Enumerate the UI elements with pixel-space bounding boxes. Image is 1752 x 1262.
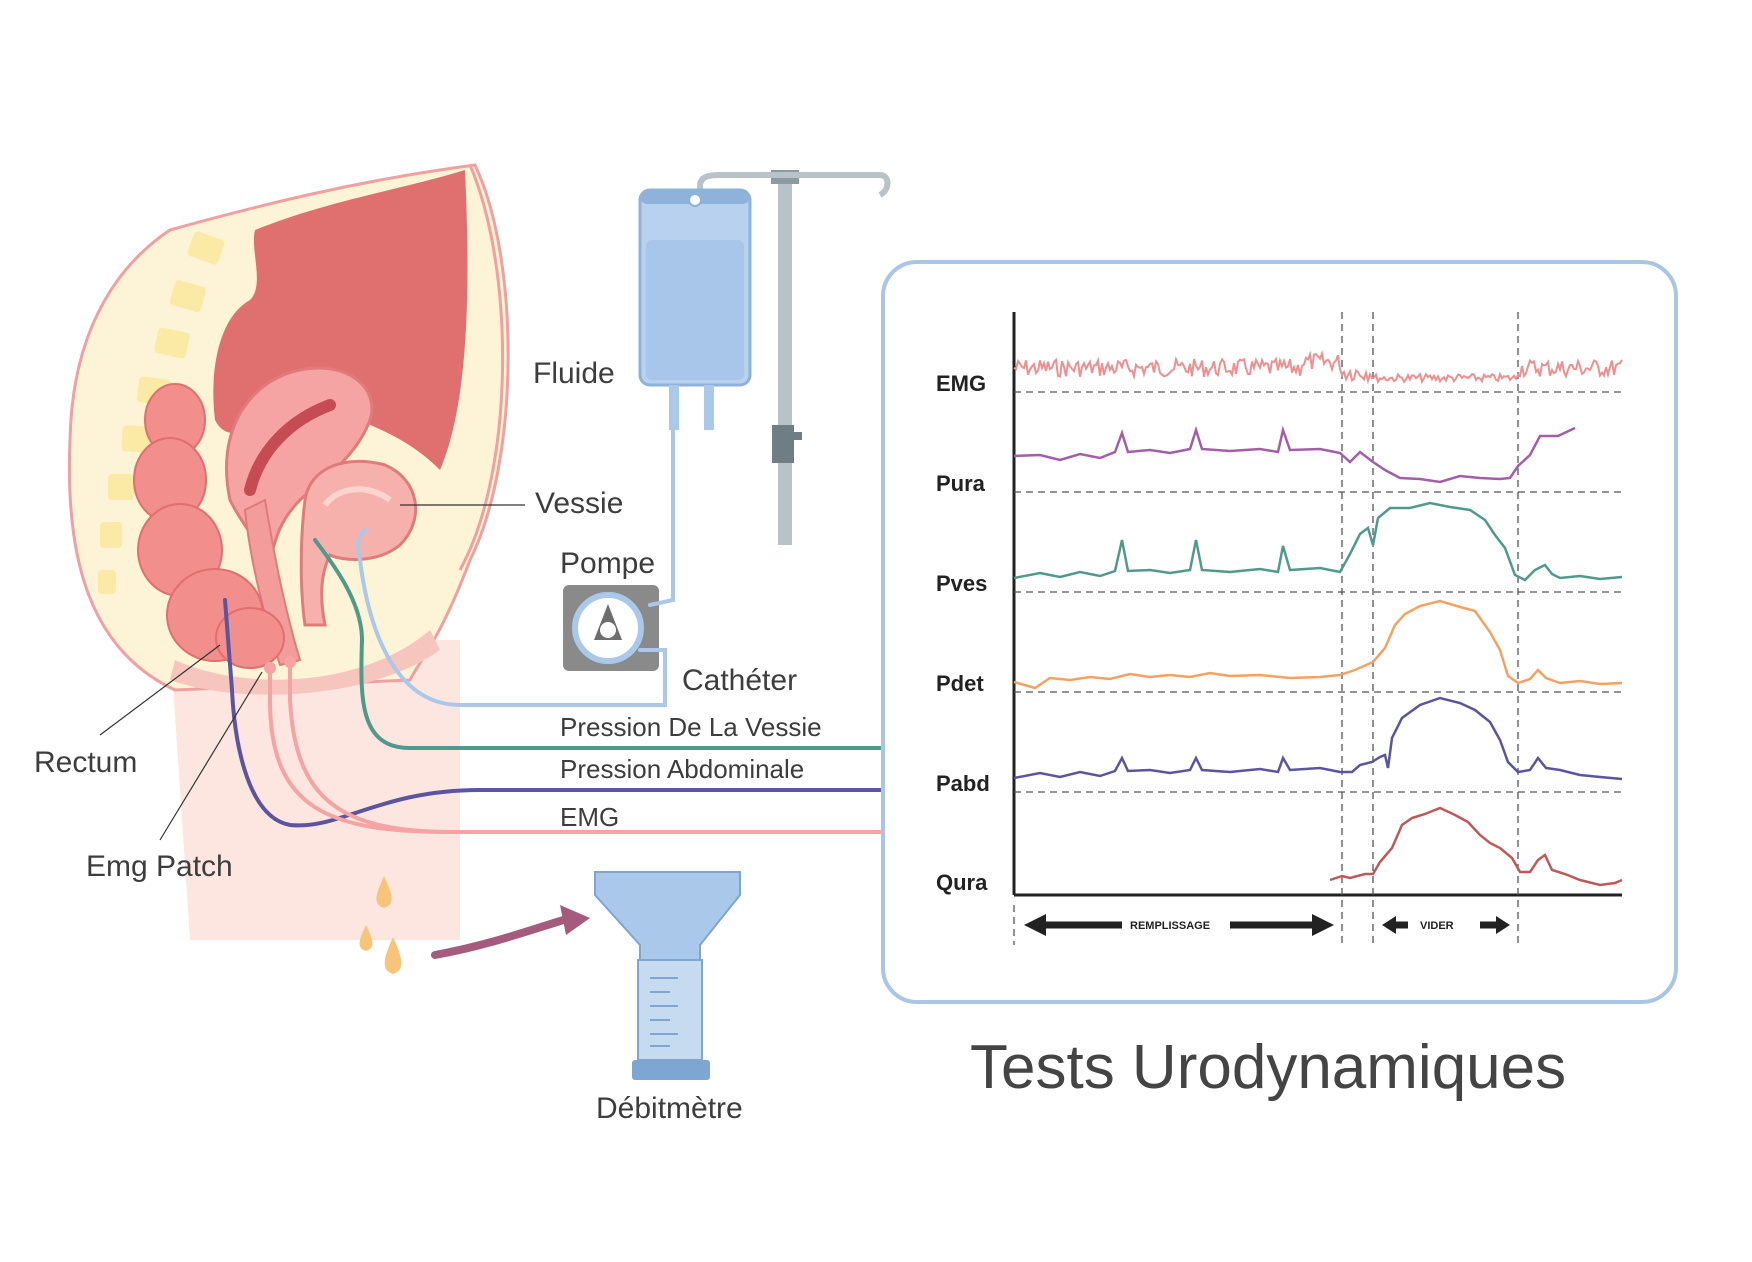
phase-arrows <box>1024 914 1510 936</box>
leader-lines <box>99 504 525 841</box>
phase-label-voiding: VIDER <box>1420 920 1454 932</box>
flow-arrow <box>431 905 590 959</box>
iv-stand <box>697 170 891 545</box>
urine-drops <box>359 876 402 974</box>
label-emg-patch: Emg Patch <box>86 850 233 883</box>
trace-label-pura: Pura <box>936 471 986 496</box>
phase-dividers <box>1013 312 1519 945</box>
trace-pura <box>1013 425 1576 484</box>
label-pression-vessie: Pression De La Vessie <box>560 712 822 742</box>
trace-pdet <box>1013 599 1623 690</box>
pump <box>563 585 659 671</box>
urodynamics-panel: EMG Pura Pves Pdet Pabd Qura REMPLISSAGE… <box>881 260 1678 1004</box>
panel-frame <box>881 260 1678 1004</box>
flowmeter <box>594 871 741 1080</box>
trace-label-pdet: Pdet <box>936 671 984 696</box>
trace-emg <box>1013 349 1623 385</box>
trace-pabd <box>1013 696 1623 781</box>
trace-label-emg: EMG <box>936 371 986 396</box>
label-pompe: Pompe <box>560 547 655 580</box>
abdominal-pressure-tube <box>223 598 882 828</box>
page-title: Tests Urodynamiques <box>970 1033 1566 1102</box>
trace-label-qura: Qura <box>936 870 988 895</box>
label-vessie: Vessie <box>535 487 623 520</box>
trace-qura <box>1329 806 1623 887</box>
bladder-pressure-tube <box>313 538 882 750</box>
tubes <box>223 428 882 834</box>
spine <box>98 231 225 594</box>
rectum <box>133 383 285 669</box>
label-catheter: Cathéter <box>682 664 797 697</box>
pelvic-floor <box>170 630 440 695</box>
catheter-tube <box>648 428 675 607</box>
emg-tube-2 <box>268 668 452 834</box>
iv-bag <box>638 188 752 430</box>
trace-pves <box>1013 501 1623 582</box>
trace-label-pves: Pves <box>936 571 987 596</box>
label-debitmetre: Débitmètre <box>596 1092 743 1125</box>
label-fluide: Fluide <box>533 357 615 390</box>
vaginal-canal <box>243 498 302 667</box>
label-rectum: Rectum <box>34 746 137 779</box>
iv-pole <box>778 175 792 545</box>
phase-label-filling: REMPLISSAGE <box>1130 920 1210 932</box>
label-emg-line: EMG <box>560 802 619 832</box>
trace-label-pabd: Pabd <box>936 771 990 796</box>
baselines <box>1014 391 1622 793</box>
skin-line <box>458 164 505 571</box>
label-pression-abdominale: Pression Abdominale <box>560 754 804 784</box>
anatomy-cross-section <box>67 163 510 940</box>
